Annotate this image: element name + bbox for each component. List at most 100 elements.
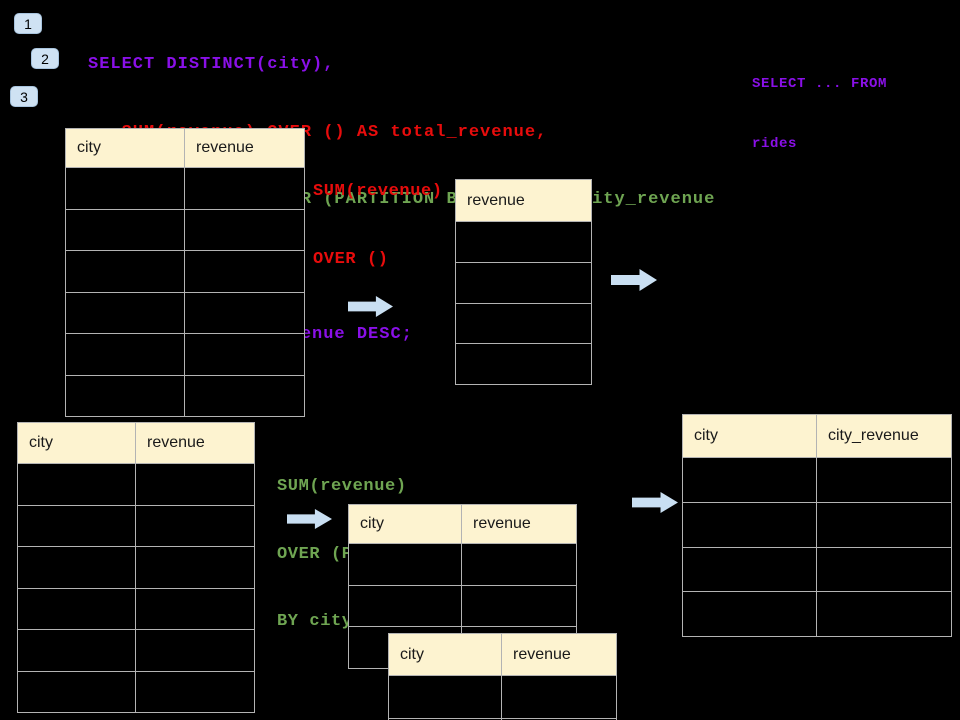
table-body <box>18 464 254 712</box>
table-cell <box>456 344 591 384</box>
snippet-line: rides <box>752 136 798 152</box>
step-badge-1: 1 <box>14 13 42 34</box>
table-cell <box>817 548 951 592</box>
table-row <box>683 546 951 592</box>
table-cell <box>462 586 576 627</box>
table-row <box>389 676 616 718</box>
table-row <box>66 208 304 250</box>
table-cell <box>66 251 185 292</box>
table-cell <box>136 547 254 588</box>
table-cell <box>185 376 304 417</box>
table-header-row: revenue <box>456 180 591 222</box>
table-cell <box>18 505 136 546</box>
table-row <box>456 343 591 384</box>
step-badge-3: 3 <box>10 86 38 107</box>
table-cell <box>462 544 576 585</box>
table-body <box>66 168 304 416</box>
table-row <box>456 222 591 262</box>
flow-arrow-to-result <box>632 492 678 513</box>
table-row <box>18 504 254 547</box>
table-cell <box>66 334 185 375</box>
table-cell <box>456 222 591 262</box>
table-source-top: city revenue <box>65 128 305 417</box>
table-row <box>18 464 254 505</box>
table-cell <box>349 544 462 585</box>
column-header-city: city <box>389 634 502 675</box>
table-row <box>683 501 951 547</box>
table-row <box>66 374 304 417</box>
annotation-line: SUM(revenue) <box>277 477 407 496</box>
table-cell <box>136 506 254 547</box>
table-row <box>456 261 591 303</box>
column-header-city: city <box>66 129 185 167</box>
table-cell <box>66 292 185 333</box>
table-cell <box>18 464 136 505</box>
table-cell <box>136 464 254 505</box>
table-row <box>349 584 576 627</box>
table-cell <box>18 671 136 712</box>
column-header-revenue: revenue <box>147 434 205 451</box>
table-header-row: city revenue <box>349 505 576 544</box>
column-header-city: city <box>683 415 817 457</box>
step-badge-2: 2 <box>31 48 59 69</box>
table-row <box>18 670 254 713</box>
table-cell <box>817 592 951 636</box>
table-cell <box>683 502 817 547</box>
table-cell <box>817 458 951 502</box>
table-cell <box>136 589 254 630</box>
table-cell <box>683 458 817 502</box>
table-row <box>683 458 951 502</box>
step-badge-3-label: 3 <box>20 88 28 105</box>
column-header-city: city <box>18 423 136 463</box>
table-header-row: city city_revenue <box>683 415 951 458</box>
table-body <box>683 458 951 636</box>
table-cell <box>66 209 185 250</box>
table-row <box>349 544 576 585</box>
column-header-revenue: revenue <box>196 139 254 156</box>
table-header-row: city revenue <box>18 423 254 464</box>
column-header-revenue: revenue <box>473 515 531 532</box>
table-cell <box>185 168 304 209</box>
table-cell <box>18 588 136 629</box>
table-row <box>18 629 254 671</box>
table-body <box>456 222 591 384</box>
table-header-row: city revenue <box>389 634 616 676</box>
sql-code-line: SELECT DISTINCT(city), <box>88 55 335 74</box>
table-cell <box>66 375 185 416</box>
table-row <box>683 591 951 636</box>
table-row <box>456 302 591 344</box>
column-header-city-revenue: city_revenue <box>828 427 919 444</box>
column-header-city: city <box>349 505 462 543</box>
table-cell <box>18 547 136 588</box>
table-header-row: city revenue <box>66 129 304 168</box>
annotation-line: OVER () <box>313 249 389 269</box>
table-row <box>18 546 254 588</box>
table-cell <box>349 585 462 627</box>
table-row <box>66 333 304 375</box>
table-cell <box>136 672 254 713</box>
table-cell <box>456 263 591 303</box>
table-cell <box>683 592 817 636</box>
table-body <box>389 676 616 720</box>
table-row <box>66 291 304 333</box>
table-cell <box>136 630 254 671</box>
snippet-line: SELECT ... FROM <box>752 76 888 92</box>
table-row <box>389 717 616 720</box>
step-badge-2-label: 2 <box>41 50 49 67</box>
table-row <box>66 250 304 292</box>
table-row <box>18 587 254 630</box>
total-revenue-annotation: SUM(revenue) OVER () <box>313 136 443 316</box>
table-source-bottom: city revenue <box>17 422 255 713</box>
annotation-line: SUM(revenue) <box>313 182 443 201</box>
table-cell <box>389 676 502 718</box>
table-row <box>66 168 304 209</box>
table-cell <box>817 503 951 547</box>
step-badge-1-label: 1 <box>24 15 32 32</box>
table-cell <box>502 676 616 718</box>
table-cell <box>456 304 591 344</box>
table-result: city city_revenue <box>682 414 952 637</box>
table-cell <box>185 334 304 375</box>
table-cell <box>389 718 502 720</box>
column-header-revenue: revenue <box>513 645 571 663</box>
